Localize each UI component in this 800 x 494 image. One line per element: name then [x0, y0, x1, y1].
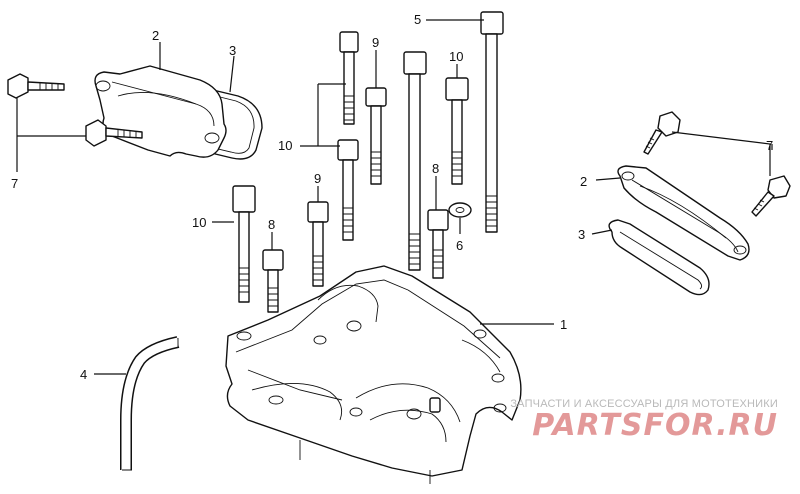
callout-9-mid: 9 — [314, 171, 321, 186]
cylinder-head-cover-1 — [225, 265, 522, 484]
callout-5: 5 — [414, 12, 421, 27]
callout-9-top: 9 — [372, 35, 379, 50]
bolt-7-lower-left — [85, 119, 143, 147]
callout-4: 4 — [80, 367, 87, 382]
stud-8-left — [262, 249, 284, 313]
callout-3-right: 3 — [578, 227, 585, 242]
hose-4 — [120, 336, 180, 471]
bolt-7-lower-right — [751, 175, 791, 217]
stud-10-upper — [339, 31, 359, 125]
callout-6: 6 — [456, 238, 463, 253]
stud-10-middle — [337, 139, 359, 241]
long-bolt-left — [403, 51, 427, 271]
callout-10-left: 10 — [192, 215, 206, 230]
callout-10-top-left: 10 — [278, 138, 292, 153]
stud-9-middle — [307, 201, 329, 287]
callout-7-right: 7 — [766, 138, 773, 153]
stud-9-upper — [365, 87, 387, 185]
callout-2-right: 2 — [580, 174, 587, 189]
callout-7-left: 7 — [11, 176, 18, 191]
callout-8-mid: 8 — [268, 217, 275, 232]
stud-8-right — [427, 209, 449, 279]
washer-6 — [448, 202, 472, 218]
bolt-7-upper-left — [7, 73, 65, 99]
watermark: ЗАПЧАСТИ И АКСЕССУАРЫ ДЛЯ МОТОТЕХНИКИ PA… — [510, 398, 778, 443]
callout-10-right: 10 — [449, 49, 463, 64]
callout-1: 1 — [560, 317, 567, 332]
stud-10-right — [445, 77, 469, 185]
cover-part-right — [617, 165, 750, 261]
long-bolt-5 — [480, 11, 504, 233]
cover-part-left — [94, 65, 227, 158]
stud-10-left — [232, 185, 256, 303]
callout-labels: 2 3 7 10 9 5 10 9 8 6 10 8 1 4 2 3 7 — [11, 12, 773, 382]
watermark-tagline: ЗАПЧАСТИ И АКСЕССУАРЫ ДЛЯ МОТОТЕХНИКИ — [510, 398, 778, 410]
callout-8-right: 8 — [432, 161, 439, 176]
leader-lines — [16, 19, 773, 375]
bolt-7-upper-right — [643, 111, 681, 155]
callout-3-left: 3 — [229, 43, 236, 58]
gasket-part-right — [608, 219, 710, 296]
watermark-logo: PARTSFOR.RU — [532, 408, 778, 443]
callout-2-left: 2 — [152, 28, 159, 43]
